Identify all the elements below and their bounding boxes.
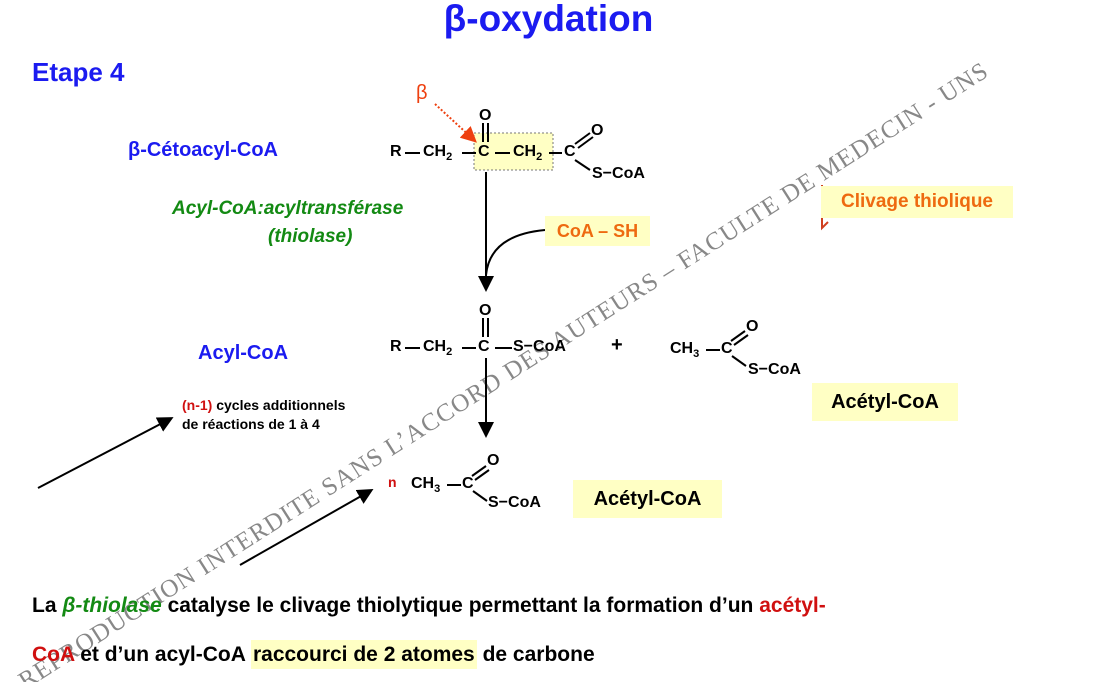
atom-CH2: CH2	[423, 143, 453, 163]
atom-O: O	[591, 122, 604, 139]
summary-line2: CoA et d’un acyl-CoA raccourci de 2 atom…	[32, 640, 595, 669]
atom-C: C	[564, 143, 576, 160]
atom-C: C	[462, 475, 474, 492]
cycle-arrow-1	[37, 417, 174, 489]
coefficient-n: n	[388, 474, 397, 490]
summary-line1: La β-thiolase catalyse le clivage thioly…	[32, 594, 826, 617]
product2-label: Acétyl-CoA	[812, 383, 958, 421]
plus-sign: +	[611, 334, 623, 356]
atom-C: C	[478, 338, 490, 355]
atom-C: C	[478, 143, 490, 160]
cosubstrate-box: CoA – SH	[545, 216, 650, 246]
atom-O: O	[487, 452, 500, 469]
cycles-note-line1: (n-1) cycles additionnels	[182, 397, 346, 413]
cycles-note-line2: de réactions de 1 à 4	[182, 416, 320, 432]
final-product-label: Acétyl-CoA	[573, 480, 722, 518]
atom-S-CoA: S−CoA	[488, 494, 541, 511]
atom-CH3: CH3	[411, 475, 441, 495]
cosubstrate-arrow	[485, 229, 546, 276]
atom-C: C	[721, 340, 733, 357]
atom-O: O	[479, 107, 492, 124]
enzyme-name: Acyl-CoA:acyltransférase	[172, 198, 404, 219]
step-label: Etape 4	[32, 57, 125, 87]
product1-label: Acyl-CoA	[198, 342, 289, 364]
substrate-label: β-Cétoacyl-CoA	[128, 139, 278, 161]
reaction-type-box: Clivage thiolique	[821, 186, 1013, 218]
cycle-arrow-2	[239, 489, 374, 566]
beta-pointer-arrow	[434, 103, 477, 143]
page-title: β-oxydation	[443, 0, 654, 39]
atom-S-CoA: S−CoA	[748, 361, 801, 378]
atom-R: R	[390, 338, 402, 355]
atom-CH2: CH2	[513, 143, 543, 163]
summary-highlight: raccourci de 2 atomes	[250, 640, 477, 669]
atom-O: O	[479, 302, 492, 319]
atom-R: R	[390, 143, 402, 160]
atom-S-CoA: S−CoA	[513, 338, 566, 355]
enzyme-alias: (thiolase)	[268, 226, 353, 247]
atom-S-CoA: S−CoA	[592, 165, 645, 182]
atom-CH3: CH3	[670, 340, 700, 360]
atom-O: O	[746, 318, 759, 335]
atom-CH2: CH2	[423, 338, 453, 358]
beta-marker: β	[416, 82, 428, 104]
